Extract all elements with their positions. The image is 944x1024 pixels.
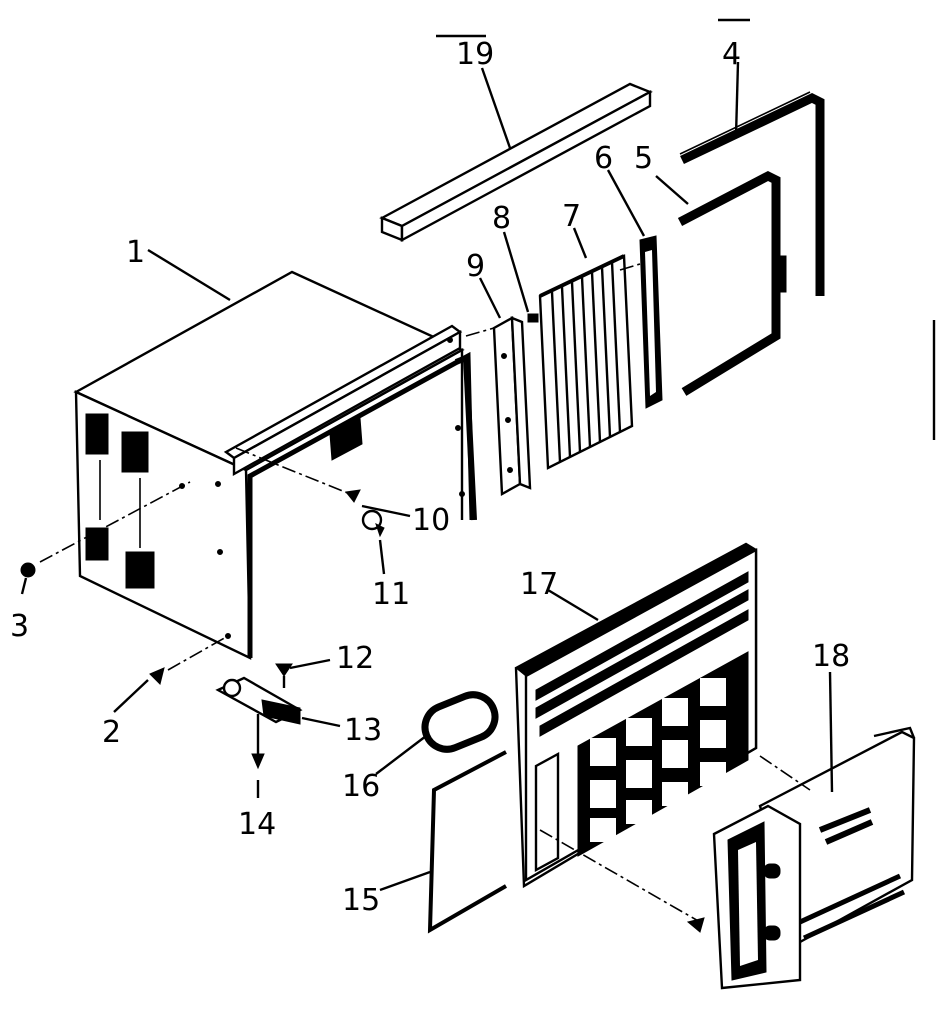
part-8-clip [527,313,539,323]
label-18: 18 [812,639,850,674]
part-3-screw [20,562,36,578]
label-17: 17 [520,567,558,602]
part-19-top-rail [379,82,653,243]
part-12-screw [275,663,293,688]
label-13: 13 [344,713,382,748]
part-7-louvre-grille [538,254,634,470]
part-2-screw [149,667,165,685]
label-11: 11 [372,577,410,612]
label-15: 15 [342,883,380,918]
label-7: 7 [562,199,581,234]
label-8: 8 [492,201,511,236]
label-19: 19 [456,37,494,72]
part-18-control-tray [686,726,916,990]
panel-slats [535,571,749,737]
part-17-front-grille-panel [514,542,758,889]
part-6-gasket-strip [639,235,663,409]
label-9: 9 [466,249,485,284]
label-10: 10 [412,503,450,538]
part-16-knob-ring [421,691,499,753]
part-4-frame-angle [679,91,825,296]
label-5: 5 [634,141,653,176]
cabinet-vent-slots [85,413,155,589]
panel-grid [577,651,749,857]
label-4: 4 [722,37,741,72]
label-14: 14 [238,807,276,842]
part-9-side-bracket [492,316,532,496]
part-labels: 1 2 3 4 5 6 7 8 9 10 11 12 13 14 15 16 1… [10,37,850,918]
leader-lines [20,18,936,892]
label-16: 16 [342,769,380,804]
part-10-screw [345,489,361,503]
label-1: 1 [126,235,145,270]
label-3: 3 [10,609,29,644]
part-11-screw [361,509,385,538]
part-14-screw [251,714,265,770]
part-13-bracket [215,676,303,725]
alignment-lines [39,263,811,923]
part-5-side-frame [677,170,787,396]
label-12: 12 [336,641,374,676]
part-1-cabinet [73,270,477,660]
label-2: 2 [102,715,121,750]
part-15-filter [427,750,508,934]
label-6: 6 [594,141,613,176]
